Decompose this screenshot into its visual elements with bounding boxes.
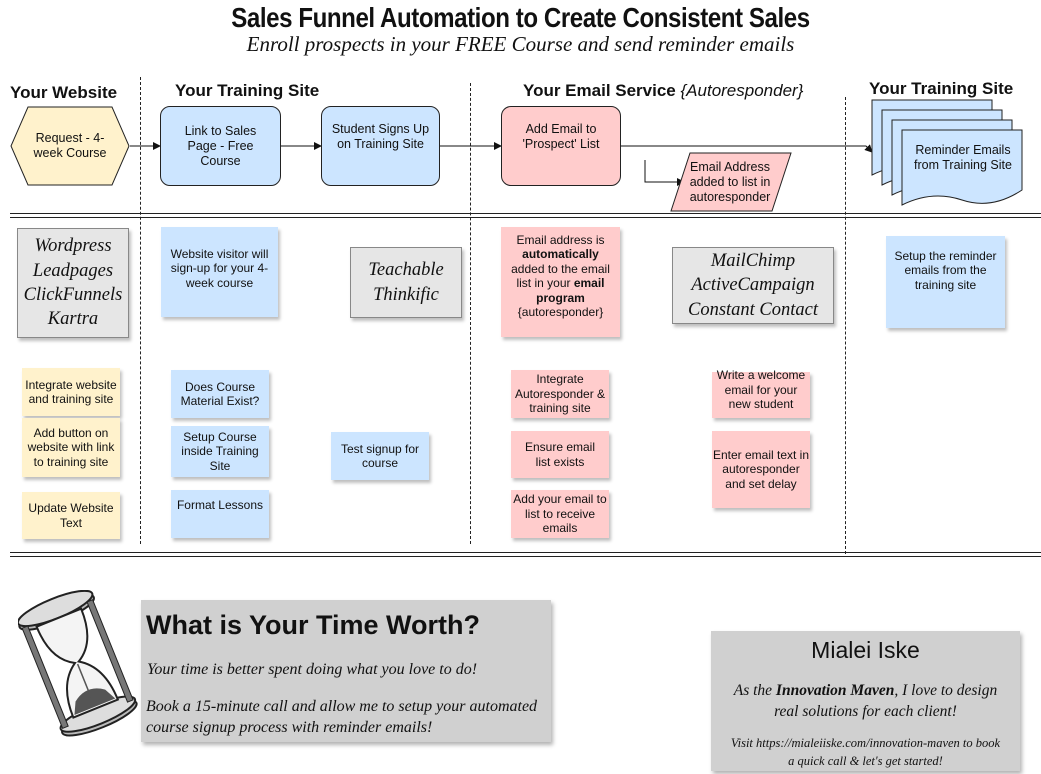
flow-connectors: [130, 142, 873, 186]
task-add-your-email: Add your email to list to receive emails: [511, 490, 609, 538]
lane-title-training-site: Your Training Site: [175, 81, 320, 100]
website-tools-note: Wordpress Leadpages ClickFunnels Kartra: [17, 228, 129, 338]
training-tools-note: Teachable Thinkific: [350, 247, 462, 318]
contact-panel: Mialei Iske As the Innovation Maven, I l…: [711, 631, 1020, 771]
lane-title-website: Your Website: [10, 83, 118, 102]
tool-mailchimp: MailChimp: [710, 250, 796, 271]
contact-visit-link[interactable]: Visit https://mialeiiske.com/innovation-…: [730, 736, 1001, 768]
task-welcome-email: Write a welcome email for your new stude…: [712, 368, 810, 418]
add-email-step: Add Email to 'Prospect' List: [501, 106, 621, 186]
email-auto-text-1: Email address is: [516, 233, 605, 247]
student-signs-up-step: Student Signs Up on Training Site: [321, 106, 440, 186]
time-worth-heading: What is Your Time Worth?: [146, 610, 481, 640]
tool-thinkific: Thinkific: [373, 284, 439, 305]
task-format-lessons: Format Lessons: [171, 490, 269, 538]
task-test-signup: Test signup for course: [331, 432, 429, 480]
website-visitor-note: Website visitor will sign-up for your 4-…: [161, 227, 278, 317]
task-integrate-website: Integrate website and training site: [22, 368, 120, 416]
time-worth-panel: What is Your Time Worth? Your time is be…: [141, 600, 551, 742]
task-integrate-autoresponder: Integrate Autoresponder & training site: [511, 370, 609, 418]
request-course-label: Request - 4-week Course: [33, 131, 107, 160]
reminder-emails-documents: Reminder Emails from Training Site: [870, 98, 1025, 210]
contact-tag-bold: Innovation Maven: [775, 682, 895, 699]
email-auto-text-4: email program: [536, 276, 605, 305]
tool-wordpress: Wordpress: [34, 236, 112, 257]
contact-name: Mialei Iske: [811, 637, 920, 663]
lane-title-email-service-label: Your Email Service: [523, 81, 676, 100]
email-tools-note: MailChimp ActiveCampaign Constant Contac…: [672, 247, 834, 324]
tool-leadpages: Leadpages: [32, 260, 114, 281]
email-automatic-note: Email address is automatically added to …: [501, 227, 620, 337]
request-course-hexagon: Request - 4-week Course: [10, 106, 130, 186]
lane-title-email-service: Your Email Service {Autoresponder}: [523, 81, 803, 101]
contact-tagline: As the Innovation Maven, I love to desig…: [721, 681, 1010, 723]
task-update-website: Update Website Text: [22, 492, 120, 539]
page-subtitle: Enroll prospects in your FREE Course and…: [246, 32, 795, 56]
setup-reminder-note: Setup the reminder emails from the train…: [886, 236, 1005, 328]
email-added-label: Email Address added to list in autorespo…: [689, 159, 771, 204]
task-course-material: Does Course Material Exist?: [171, 370, 269, 418]
page-title: Sales Funnel Automation to Create Consis…: [231, 2, 810, 33]
lane-divider-3: [845, 97, 846, 554]
reminder-emails-label: Reminder Emails from Training Site: [914, 143, 1012, 172]
section-divider-top: [10, 213, 1041, 218]
email-auto-text-3: added to the email list in your: [511, 261, 610, 291]
task-setup-course: Setup Course inside Training Site: [171, 426, 269, 477]
contact-tag-post: , I love to design real solutions for ea…: [774, 682, 998, 720]
task-enter-email-text: Enter email text in autoresponder and se…: [712, 431, 810, 508]
lane-divider-1: [140, 77, 141, 544]
contact-tag-pre: As the: [733, 682, 776, 699]
lane-title-email-service-note: {Autoresponder}: [680, 81, 804, 100]
tool-constant-contact: Constant Contact: [687, 299, 819, 320]
email-auto-text-2: automatically: [522, 247, 599, 262]
tool-activecampaign: ActiveCampaign: [691, 275, 815, 296]
task-add-button: Add button on website with link to train…: [22, 418, 120, 477]
time-worth-line2: Book a 15-minute call and allow me to se…: [146, 698, 538, 737]
hourglass-icon: [18, 590, 138, 737]
tool-kartra: Kartra: [47, 309, 99, 330]
link-sales-page-step: Link to Sales Page - Free Course: [160, 106, 281, 186]
tool-clickfunnels: ClickFunnels: [23, 285, 123, 305]
email-auto-text-5: {autoresponder}: [517, 304, 604, 319]
lane-divider-2: [470, 83, 471, 544]
time-worth-line1: Your time is better spent doing what you…: [147, 661, 478, 678]
task-ensure-list: Ensure email list exists: [511, 431, 609, 478]
tool-teachable: Teachable: [368, 260, 444, 281]
email-added-parallelogram: Email Address added to list in autorespo…: [670, 152, 792, 212]
section-divider-bottom: [10, 552, 1041, 557]
lane-title-training-site-2: Your Training Site: [869, 79, 1014, 98]
